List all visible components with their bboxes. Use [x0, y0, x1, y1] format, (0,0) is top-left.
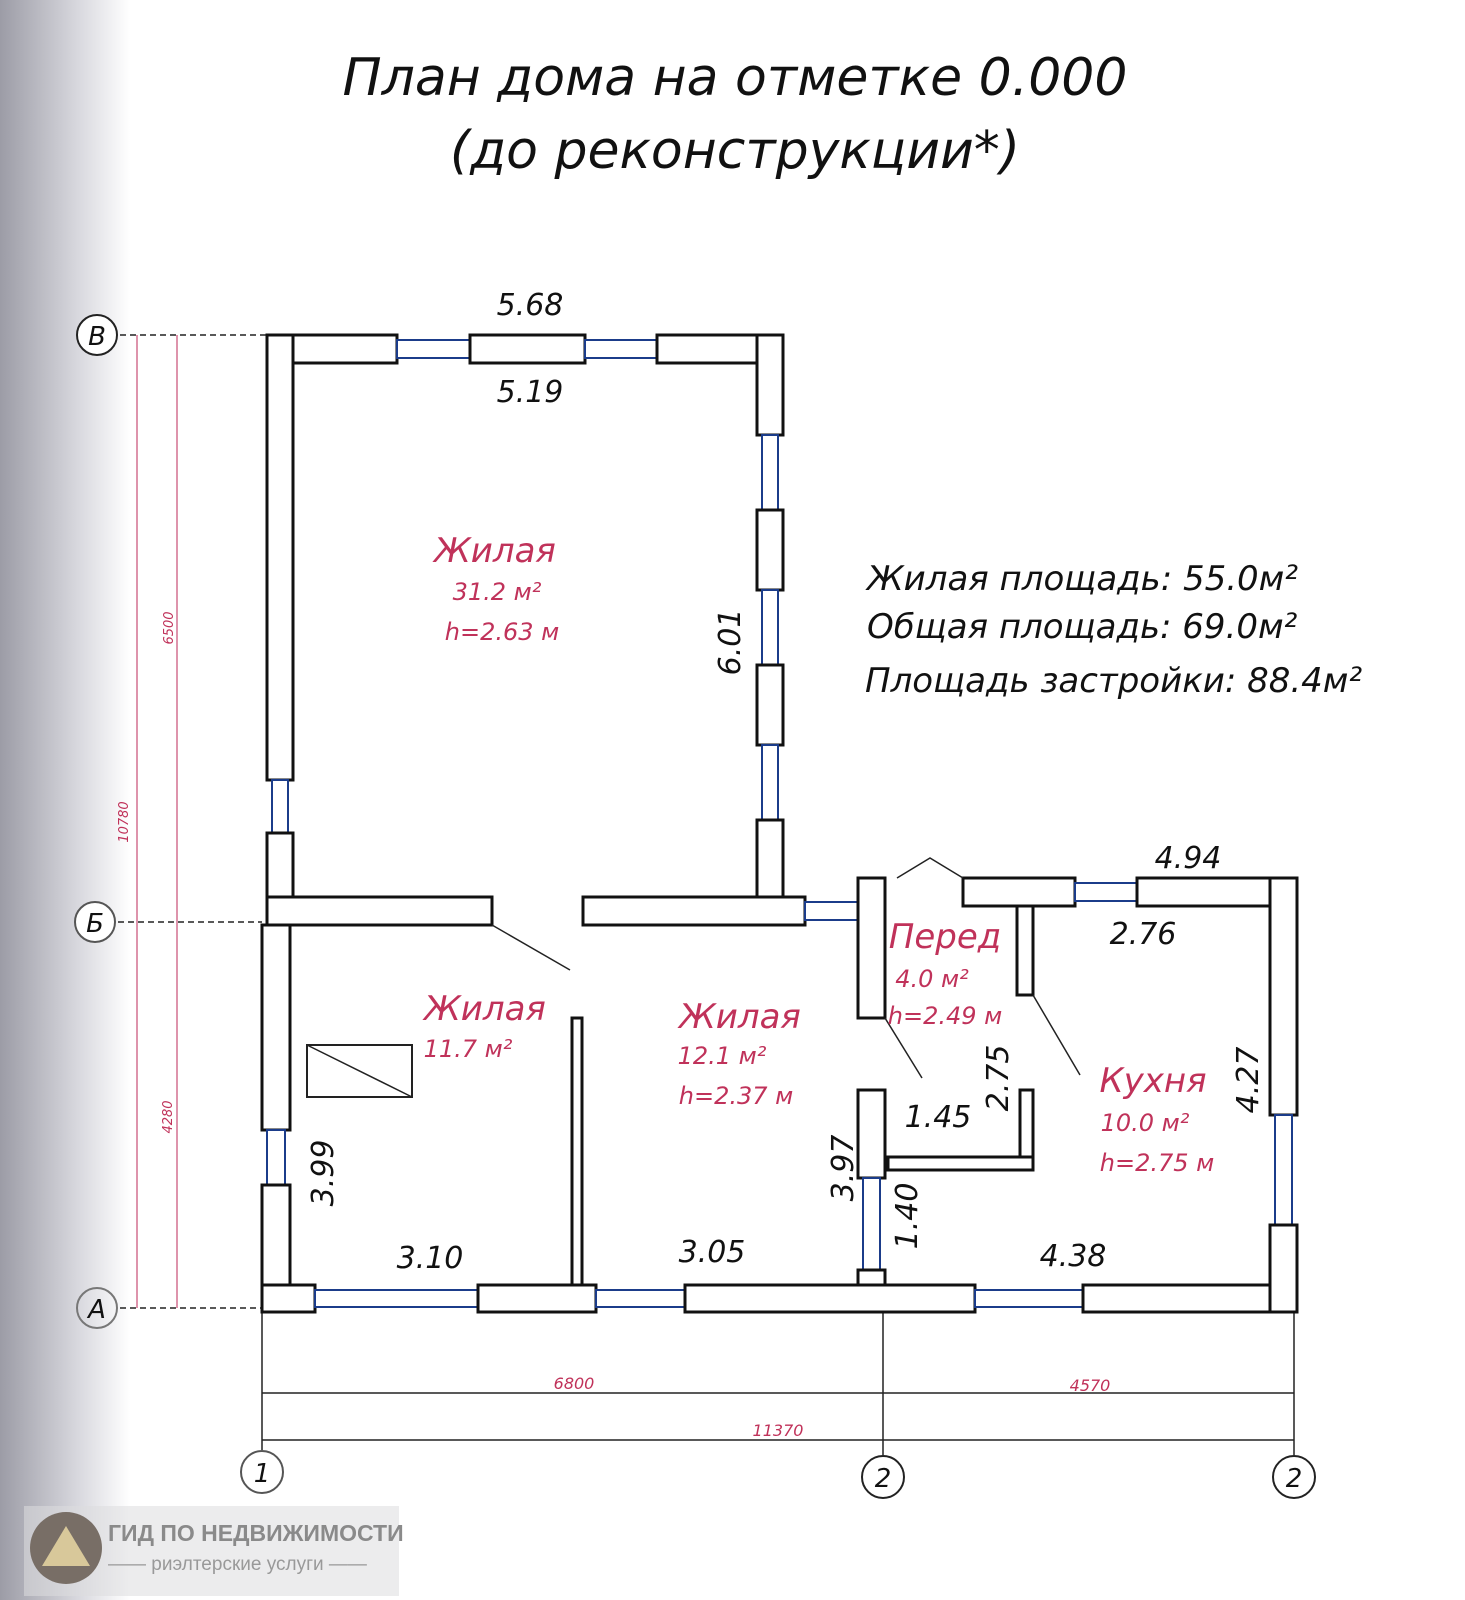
axis-label-b: Б [86, 909, 104, 939]
room-5-area: 10.0 м² [1101, 1109, 1190, 1137]
summary-living: Жилая площадь: 55.0м² [865, 559, 1298, 599]
dim-4280: 4280 [161, 1100, 176, 1133]
title-line1: План дома на отметке 0.000 [343, 48, 1128, 108]
walls [260, 333, 1299, 1314]
scan-shadow [0, 0, 130, 1600]
axis-label-2b: 2 [1286, 1464, 1303, 1494]
room-4-name: Перед [889, 917, 1002, 957]
dim-vest-w: 1.45 [905, 1100, 972, 1135]
watermark-tagline: —— риэлтерские услуги —— [108, 1554, 367, 1575]
pyramid-logo-icon [30, 1512, 102, 1584]
room-4-height: h=2.49 м [888, 1002, 1003, 1030]
room-3-area: 12.1 м² [678, 1042, 767, 1070]
dim-left: 3.99 [306, 1140, 341, 1207]
room-3-name: Жилая [677, 997, 801, 1037]
room-1-area: 31.2 м² [453, 578, 542, 606]
dim-right-block-inner: 2.76 [1110, 917, 1177, 952]
axis-label-2a: 2 [875, 1464, 892, 1494]
watermark-name: ГИД ПО НЕДВИЖИМОСТИ [108, 1520, 404, 1546]
dim-mid: 3.97 [826, 1135, 861, 1202]
room-2-name: Жилая [422, 989, 546, 1029]
dim-kitchen-right: 4.27 [1231, 1047, 1266, 1114]
dim-bottom-1: 3.10 [397, 1241, 464, 1276]
room-1-height: h=2.63 м [445, 618, 560, 646]
dim-top-outer: 5.68 [497, 288, 564, 323]
dim-10780: 10780 [117, 801, 132, 842]
room-1-name: Жилая [432, 531, 556, 571]
dim-right-top: 6.01 [713, 609, 748, 676]
axis-label-v: В [88, 322, 106, 352]
dim-vest-h: 2.75 [981, 1045, 1016, 1112]
room-5-height: h=2.75 м [1100, 1149, 1215, 1177]
room-3-height: h=2.37 м [679, 1082, 794, 1110]
stove [306, 1044, 413, 1098]
dim-top-inner: 5.19 [497, 375, 564, 410]
summary-built: Площадь застройки: 88.4м² [865, 661, 1362, 701]
axis-label-a: А [86, 1295, 106, 1325]
watermark: ГИД ПО НЕДВИЖИМОСТИ —— риэлтерские услуг… [24, 1506, 404, 1596]
room-5-name: Кухня [1099, 1061, 1206, 1101]
title-line2: (до реконструкции*) [450, 121, 1020, 181]
axis-label-1: 1 [254, 1459, 271, 1489]
room-2-area: 11.7 м² [424, 1035, 513, 1063]
dim-right-block-outer: 4.94 [1155, 841, 1222, 876]
room-4-area: 4.0 м² [895, 965, 969, 993]
dim-bottom-2: 3.05 [679, 1235, 746, 1270]
dim-4570: 4570 [1070, 1376, 1111, 1395]
dim-6500: 6500 [162, 611, 177, 644]
summary-total: Общая площадь: 69.0м² [867, 607, 1298, 647]
dim-11370: 11370 [753, 1421, 804, 1440]
dim-6800: 6800 [554, 1374, 595, 1393]
dim-small: 1.40 [890, 1183, 925, 1250]
grid-axes [74, 314, 1316, 1499]
dim-bottom-3: 4.38 [1040, 1239, 1107, 1274]
